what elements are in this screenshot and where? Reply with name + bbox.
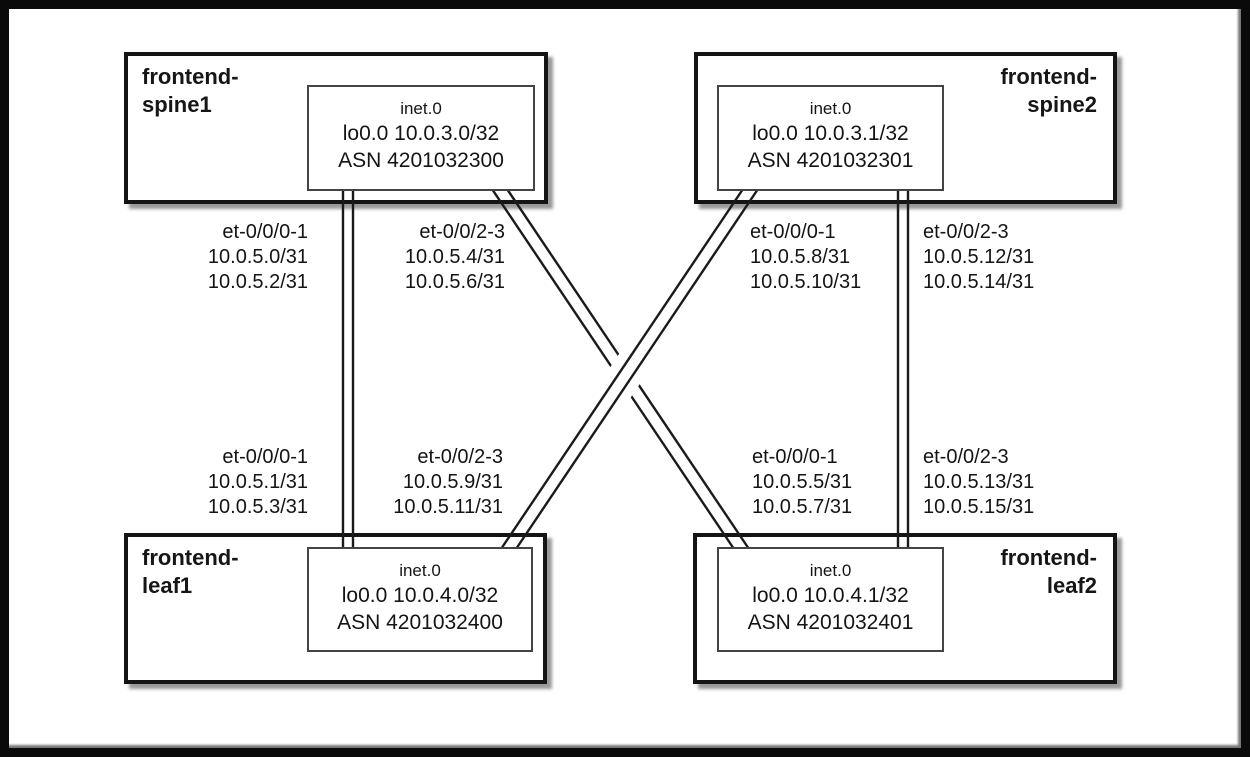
node-title-spine1: frontend- spine1 xyxy=(142,63,239,119)
interface-name: et-0/0/0-1 xyxy=(752,446,838,468)
node-title-spine2: frontend- spine2 xyxy=(1000,63,1097,119)
subnet: 10.0.5.2/31 xyxy=(207,271,308,293)
subnet: 10.0.5.15/31 xyxy=(923,496,1035,518)
interface-name: et-0/0/0-1 xyxy=(750,221,836,243)
subnet: 10.0.5.0/31 xyxy=(207,246,308,268)
interface-label-spine2-left: et-0/0/0-1 10.0.5.8/31 10.0.5.10/31 xyxy=(750,220,861,295)
interface-label-leaf2-right: et-0/0/2-3 10.0.5.13/31 10.0.5.15/31 xyxy=(923,445,1034,520)
asn-number: ASN 4201032400 xyxy=(337,611,503,634)
node-title-leaf1-line2: leaf1 xyxy=(142,573,193,598)
routing-table-box-spine1: inet.0 lo0.0 10.0.3.0/32 ASN 4201032300 xyxy=(307,85,535,191)
interface-label-spine2-right: et-0/0/2-3 10.0.5.12/31 10.0.5.14/31 xyxy=(923,220,1034,295)
subnet: 10.0.5.3/31 xyxy=(207,496,308,518)
interface-name: et-0/0/2-3 xyxy=(923,221,1009,243)
subnet: 10.0.5.11/31 xyxy=(393,496,503,518)
routing-table-box-leaf1: inet.0 lo0.0 10.0.4.0/32 ASN 4201032400 xyxy=(307,547,533,652)
node-title-leaf2-line1: frontend- xyxy=(1000,545,1097,570)
subnet: 10.0.5.5/31 xyxy=(752,471,853,493)
node-title-leaf1-line1: frontend- xyxy=(142,545,239,570)
interface-label-leaf2-left: et-0/0/0-1 10.0.5.5/31 10.0.5.7/31 xyxy=(752,445,852,520)
node-title-leaf2: frontend- leaf2 xyxy=(1000,544,1097,600)
interface-label-spine1-right: et-0/0/2-3 10.0.5.4/31 10.0.5.6/31 xyxy=(405,220,505,295)
subnet: 10.0.5.1/31 xyxy=(207,471,308,493)
routing-table-name: inet.0 xyxy=(809,561,852,580)
interface-name: et-0/0/2-3 xyxy=(923,446,1009,468)
subnet: 10.0.5.9/31 xyxy=(402,471,503,493)
node-title-spine1-line2: spine1 xyxy=(142,92,212,117)
node-title-leaf1: frontend- leaf1 xyxy=(142,544,239,600)
interface-label-leaf1-right: et-0/0/2-3 10.0.5.9/31 10.0.5.11/31 xyxy=(393,445,503,520)
subnet: 10.0.5.13/31 xyxy=(923,471,1035,493)
interface-name: et-0/0/0-1 xyxy=(222,446,308,468)
node-title-spine2-line1: frontend- xyxy=(1000,64,1097,89)
subnet: 10.0.5.12/31 xyxy=(923,246,1035,268)
asn-number: ASN 4201032300 xyxy=(338,149,504,172)
routing-table-name: inet.0 xyxy=(399,561,441,580)
node-title-spine1-line1: frontend- xyxy=(142,64,239,89)
routing-table-name: inet.0 xyxy=(400,99,442,118)
link-spine2-leaf1-line1 xyxy=(498,185,746,553)
subnet: 10.0.5.8/31 xyxy=(750,246,851,268)
subnet: 10.0.5.7/31 xyxy=(752,496,853,518)
link-crossing-gap-casing xyxy=(553,290,691,470)
asn-number: ASN 4201032401 xyxy=(747,611,914,634)
loopback-address: lo0.0 10.0.4.1/32 xyxy=(752,584,909,607)
interface-label-spine1-left: et-0/0/0-1 10.0.5.0/31 10.0.5.2/31 xyxy=(208,220,308,295)
routing-table-box-leaf2: inet.0 lo0.0 10.0.4.1/32 ASN 4201032401 xyxy=(717,547,944,652)
loopback-address: lo0.0 10.0.3.1/32 xyxy=(752,122,909,145)
routing-table-name: inet.0 xyxy=(809,99,852,118)
subnet: 10.0.5.14/31 xyxy=(923,271,1035,293)
subnet: 10.0.5.4/31 xyxy=(404,246,505,268)
link-spine2-leaf1-line2 xyxy=(513,185,761,553)
node-title-spine2-line2: spine2 xyxy=(1027,92,1097,117)
subnet: 10.0.5.6/31 xyxy=(404,271,505,293)
loopback-address: lo0.0 10.0.4.0/32 xyxy=(341,584,499,607)
subnet: 10.0.5.10/31 xyxy=(750,271,862,293)
interface-label-leaf1-left: et-0/0/0-1 10.0.5.1/31 10.0.5.3/31 xyxy=(208,445,308,520)
interface-name: et-0/0/2-3 xyxy=(419,221,505,243)
node-title-leaf2-line2: leaf2 xyxy=(1046,573,1097,598)
asn-number: ASN 4201032301 xyxy=(747,149,914,172)
interface-name: et-0/0/0-1 xyxy=(222,221,308,243)
loopback-address: lo0.0 10.0.3.0/32 xyxy=(342,122,500,145)
interface-name: et-0/0/2-3 xyxy=(417,446,503,468)
routing-table-box-spine2: inet.0 lo0.0 10.0.3.1/32 ASN 4201032301 xyxy=(717,85,944,191)
